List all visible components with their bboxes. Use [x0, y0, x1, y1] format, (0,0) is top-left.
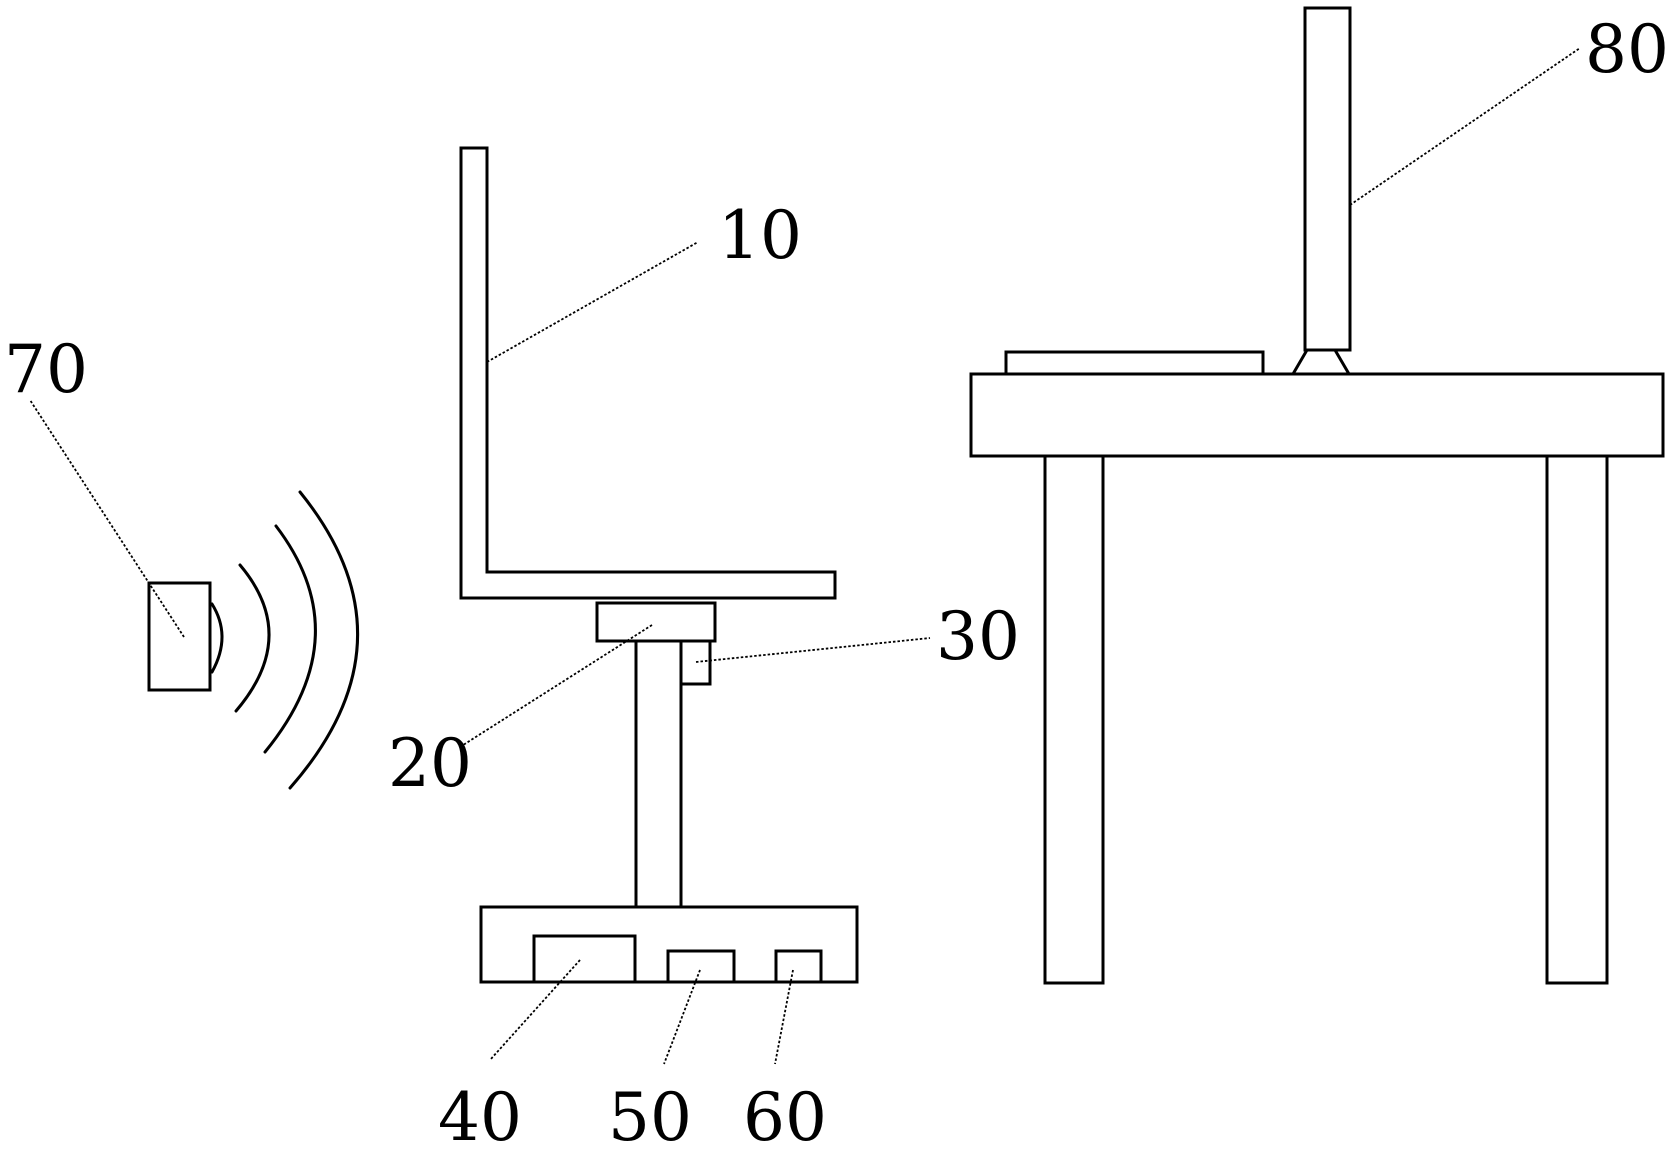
base-module-large — [532, 934, 637, 984]
desk-tray — [1004, 350, 1265, 376]
label-50: 50 — [608, 1079, 692, 1149]
leader-20 — [459, 624, 653, 748]
base-module-medium — [666, 949, 736, 984]
signal-wave-1 — [210, 602, 224, 674]
signal-wave-4 — [288, 490, 360, 790]
chair-column — [634, 639, 683, 909]
display-pole — [1303, 6, 1352, 352]
label-60: 60 — [743, 1079, 827, 1149]
pole-mount — [1290, 348, 1352, 376]
leader-70 — [29, 399, 185, 638]
label-70: 70 — [4, 331, 88, 408]
desk-leg-right — [1545, 454, 1609, 985]
wireless-transmitter — [147, 490, 360, 790]
chair — [459, 146, 859, 984]
sensor-box — [679, 639, 712, 686]
leader-30 — [695, 637, 931, 663]
label-80: 80 — [1585, 11, 1665, 88]
reference-labels: 10 20 30 40 50 60 70 80 — [4, 11, 1665, 1149]
signal-wave-3 — [263, 524, 317, 754]
base-module-small — [774, 949, 823, 984]
leader-60 — [774, 969, 794, 1065]
signal-wave-2 — [234, 563, 271, 713]
transmitter-box — [147, 581, 212, 692]
label-20: 20 — [388, 725, 472, 802]
desk-top — [969, 372, 1665, 458]
label-30: 30 — [936, 598, 1020, 675]
label-40: 40 — [438, 1079, 522, 1149]
label-10: 10 — [718, 197, 802, 274]
chair-l-frame — [459, 146, 837, 600]
desk-leg-left — [1043, 454, 1105, 985]
leader-10 — [486, 241, 699, 363]
leader-80 — [1349, 47, 1581, 206]
leader-lines — [29, 47, 1581, 1065]
leader-50 — [663, 969, 701, 1065]
seat-support-block — [595, 601, 717, 643]
desk — [969, 6, 1665, 985]
